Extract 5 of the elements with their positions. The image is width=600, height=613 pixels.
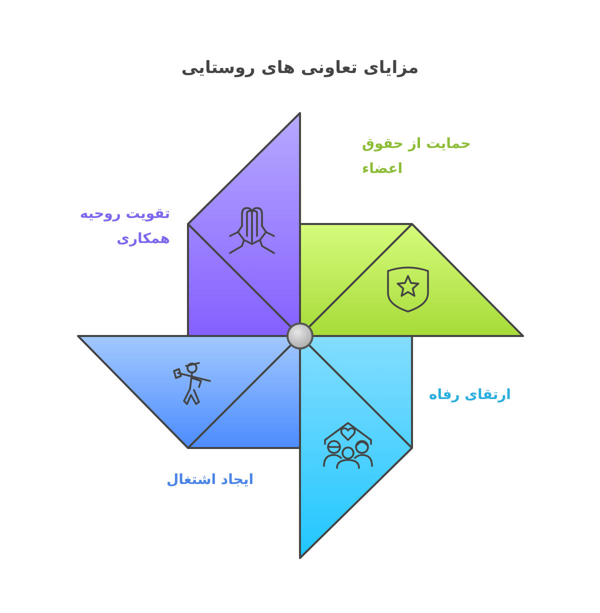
title: مزایای تعاونی های روستایی xyxy=(180,57,420,80)
benefit-label: ارتقای رفاه xyxy=(428,386,512,405)
benefit-label: تقویت روحیه همکاری xyxy=(78,205,170,249)
benefit-label: حمایت از حقوق اعضاء xyxy=(362,135,472,179)
benefit-label: ایجاد اشتغال xyxy=(165,471,255,490)
